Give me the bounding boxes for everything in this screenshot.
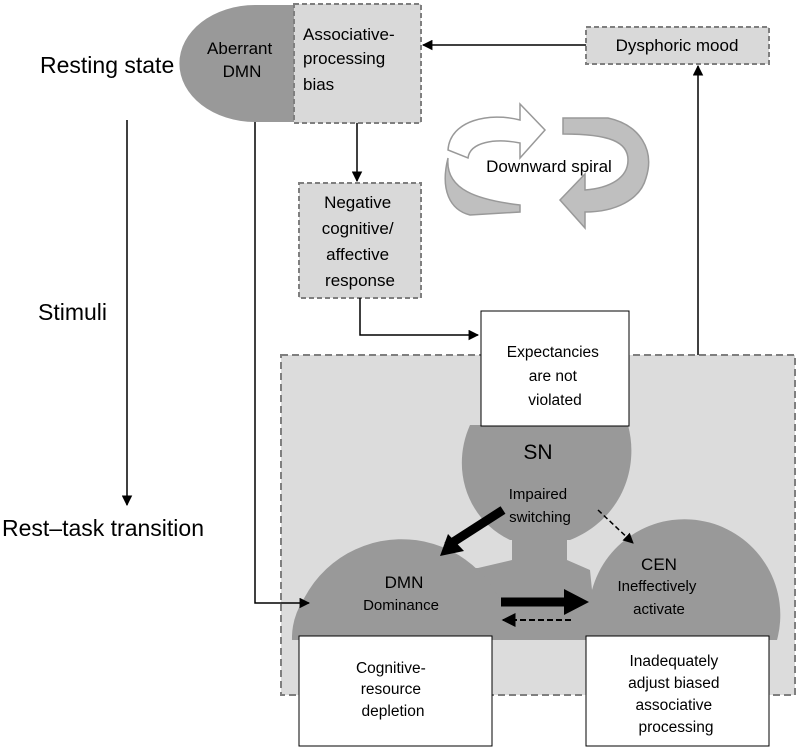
stimuli-label: Stimuli <box>38 299 107 325</box>
aberrant-dmn-label: Aberrant DMN <box>207 39 277 81</box>
dmn-to-cen-arrowhead <box>564 589 589 615</box>
cen-title: CEN <box>641 555 677 574</box>
cognitive-depletion-label: Cognitive- resource depletion <box>356 660 430 720</box>
aberrant-to-dmn-arrow <box>254 122 311 609</box>
downward-spiral-label: Downward spiral <box>486 157 612 176</box>
dmn-subtitle: Dominance <box>363 597 439 614</box>
cen-subtitle: Ineffectively activate <box>617 578 700 618</box>
cognitive-depletion-box <box>298 635 493 747</box>
sn-to-dmn-arrow <box>444 506 506 550</box>
rest-task-transition-label: Rest–task transition <box>2 515 204 541</box>
negative-response-label: Negative cognitive/ affective response <box>322 193 399 290</box>
sn-subtitle: Impaired switching <box>509 486 572 526</box>
dmn-title: DMN <box>385 573 424 592</box>
associative-bias-label: Associative- processing bias <box>303 25 399 94</box>
associative-bias-box <box>293 3 422 124</box>
inadequate-adjust-label: Inadequately adjust biased associative p… <box>628 653 724 736</box>
downward-spiral-graphic <box>444 102 650 230</box>
sn-to-dmn-arrowhead <box>440 534 464 556</box>
dysphoric-mood-label: Dysphoric mood <box>616 36 739 55</box>
dysphoric-mood-box <box>585 26 770 65</box>
resting-state-label: Resting state <box>40 52 174 78</box>
sn-blob <box>461 425 632 540</box>
aberrant-dmn-shape <box>179 5 294 122</box>
response-to-expectancies-arrow <box>359 298 480 341</box>
dmn-hump <box>292 539 500 640</box>
expectancies-box <box>480 310 630 427</box>
inadequate-adjust-box <box>585 635 770 747</box>
expectancies-label: Expectancies are not violated <box>507 344 604 409</box>
sn-title: SN <box>523 441 552 464</box>
sn-to-cen-arrow <box>597 509 634 544</box>
